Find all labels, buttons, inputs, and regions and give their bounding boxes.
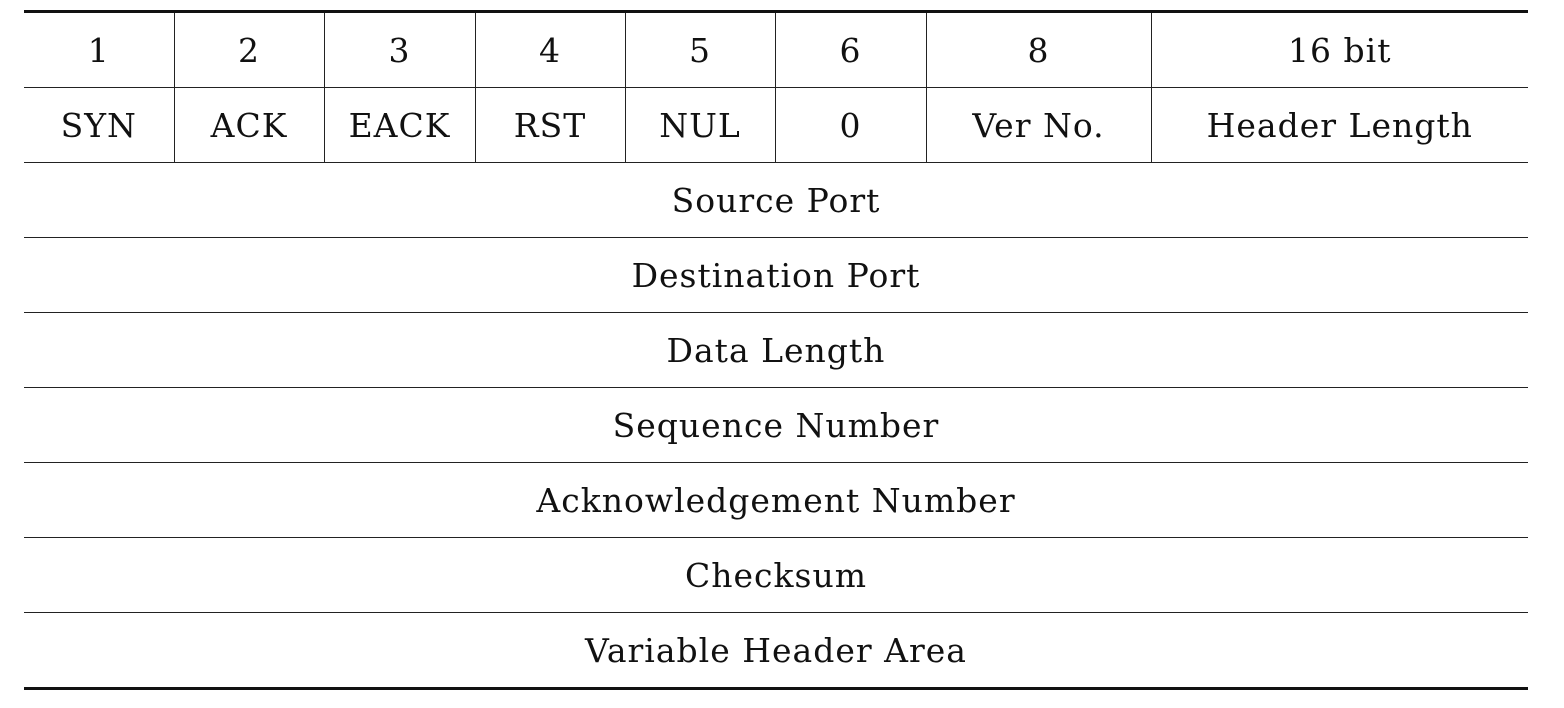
- reserved-zero-cell: 0: [774, 87, 926, 163]
- flag-rst-cell: RST: [474, 87, 625, 163]
- packet-header-diagram: 1 2 3 4 5 6 8 16 bit SYN ACK EACK RST NU…: [24, 10, 1528, 690]
- packet-header-table: 1 2 3 4 5 6 8 16 bit SYN ACK EACK RST NU…: [24, 10, 1528, 690]
- bit-position-cell: 1: [24, 10, 174, 88]
- field-row-source-port: Source Port: [24, 162, 1528, 238]
- bit-position-cell: 6: [774, 10, 926, 88]
- sequence-number-field: Sequence Number: [24, 387, 1528, 463]
- acknowledgement-number-field: Acknowledgement Number: [24, 462, 1528, 538]
- flag-syn-cell: SYN: [24, 87, 174, 163]
- version-number-cell: Ver No.: [925, 87, 1151, 163]
- field-row-checksum: Checksum: [24, 537, 1528, 613]
- checksum-field: Checksum: [24, 537, 1528, 613]
- bit-position-cell: 4: [474, 10, 625, 88]
- bit-position-row: 1 2 3 4 5 6 8 16 bit: [24, 10, 1528, 88]
- field-row-variable-header-area: Variable Header Area: [24, 612, 1528, 690]
- flags-row: SYN ACK EACK RST NUL 0 Ver No. Header Le…: [24, 87, 1528, 163]
- source-port-field: Source Port: [24, 162, 1528, 238]
- data-length-field: Data Length: [24, 312, 1528, 388]
- field-row-destination-port: Destination Port: [24, 237, 1528, 313]
- bit-position-cell: 16 bit: [1150, 10, 1528, 88]
- field-row-data-length: Data Length: [24, 312, 1528, 388]
- flag-eack-cell: EACK: [323, 87, 475, 163]
- bit-position-cell: 3: [323, 10, 475, 88]
- bit-position-cell: 5: [624, 10, 775, 88]
- flag-ack-cell: ACK: [173, 87, 324, 163]
- field-row-sequence-number: Sequence Number: [24, 387, 1528, 463]
- bit-position-cell: 8: [925, 10, 1151, 88]
- flag-nul-cell: NUL: [624, 87, 775, 163]
- destination-port-field: Destination Port: [24, 237, 1528, 313]
- bit-position-cell: 2: [173, 10, 324, 88]
- field-row-acknowledgement-number: Acknowledgement Number: [24, 462, 1528, 538]
- header-length-cell: Header Length: [1150, 87, 1528, 163]
- variable-header-area-field: Variable Header Area: [24, 612, 1528, 690]
